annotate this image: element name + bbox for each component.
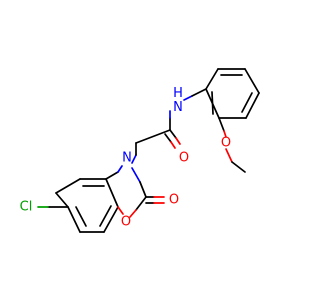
bond: [245, 92, 260, 119]
bond: [129, 209, 137, 218]
bond: [131, 154, 137, 164]
bond: [105, 178, 119, 208]
atom-label-nitrogen: N: [122, 151, 132, 166]
atom-label-chlorine: Cl: [20, 200, 33, 215]
bond: [75, 206, 87, 227]
bond: [103, 206, 119, 233]
atom-label-oxygen: O: [121, 215, 131, 230]
bond: [191, 88, 207, 97]
bond: [99, 205, 112, 227]
atom-label-oxygen: O: [169, 193, 179, 208]
bond: [231, 161, 246, 173]
bond: [67, 206, 81, 233]
bond: [55, 178, 81, 194]
bond: [135, 129, 171, 144]
bond: [169, 129, 177, 139]
bond: [131, 167, 141, 183]
bond: [105, 171, 119, 180]
bond: [170, 141, 176, 149]
bond: [225, 148, 233, 163]
bond: [241, 92, 253, 113]
bond: [55, 192, 69, 208]
atom-label-nh: N: [173, 100, 183, 115]
bond: [135, 196, 147, 211]
atom-label-oxygen: O: [221, 136, 231, 151]
bond: [117, 206, 124, 215]
bond: [244, 68, 260, 94]
bond: [164, 133, 172, 143]
bond: [218, 117, 225, 132]
atom-label-oxygen: O: [179, 151, 189, 166]
bond: [175, 137, 181, 145]
bond: [183, 95, 193, 101]
bond: [205, 68, 219, 90]
bond: [223, 130, 227, 138]
bond: [117, 165, 123, 173]
bond: [139, 181, 147, 198]
bond: [211, 91, 214, 115]
atom-label-h: H: [173, 86, 183, 101]
